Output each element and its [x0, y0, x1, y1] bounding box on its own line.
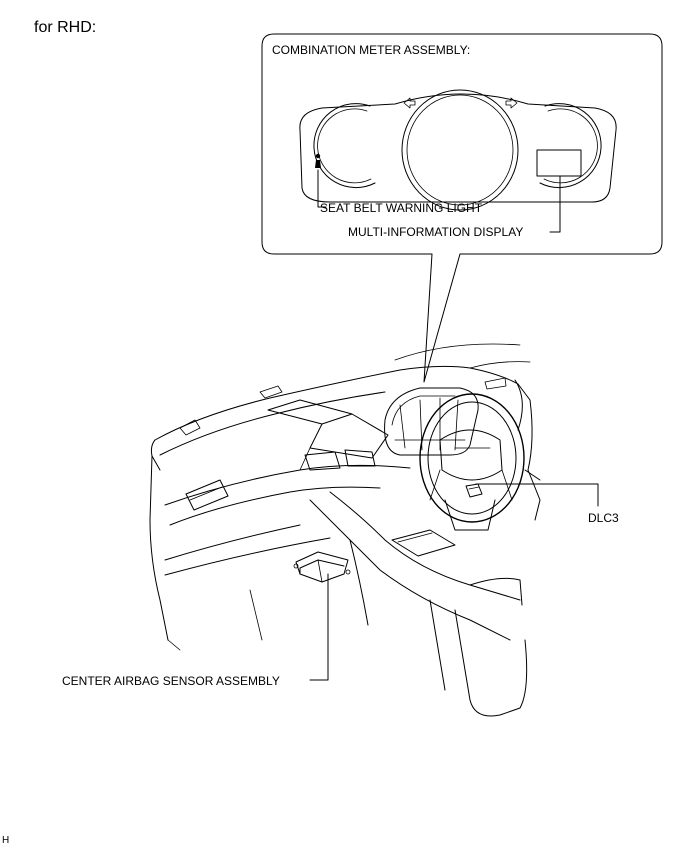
- instrument-cluster: [384, 387, 479, 456]
- upper-center-panel: [267, 399, 353, 425]
- arrow-right-icon: [505, 97, 518, 109]
- leader-airbag: [309, 573, 329, 681]
- left-gauge: [313, 103, 376, 189]
- label-seat-belt-warning-light: SEAT BELT WARNING LIGHT: [320, 201, 483, 215]
- center-airbag-sensor: [295, 551, 349, 583]
- leader-seatbelt: [317, 169, 327, 208]
- dlc3-connector: [465, 483, 483, 498]
- meter-housing: [299, 93, 617, 203]
- callout-title: COMBINATION METER ASSEMBLY:: [272, 43, 471, 57]
- center-gauge: [401, 89, 519, 211]
- center-console: [309, 499, 511, 641]
- leader-dlc3: [475, 483, 599, 507]
- dashboard-top: [154, 365, 519, 441]
- steering-wheel: [419, 393, 525, 523]
- label-multi-information-display: MULTI-INFORMATION DISPLAY: [348, 225, 524, 239]
- leader-mid: [549, 175, 561, 233]
- seat-belt-icon: [315, 153, 321, 168]
- left-vent: [185, 479, 229, 511]
- label-center-airbag-sensor-assembly: CENTER AIRBAG SENSOR ASSEMBLY: [62, 674, 280, 688]
- label-dlc3: DLC3: [588, 511, 619, 525]
- page-heading: for RHD:: [34, 19, 97, 36]
- callout-box: [261, 33, 663, 383]
- footer-code: H: [2, 835, 10, 846]
- multi-information-display-screen: [536, 149, 582, 177]
- arrow-left-icon: [403, 97, 416, 109]
- right-gauge: [539, 103, 602, 189]
